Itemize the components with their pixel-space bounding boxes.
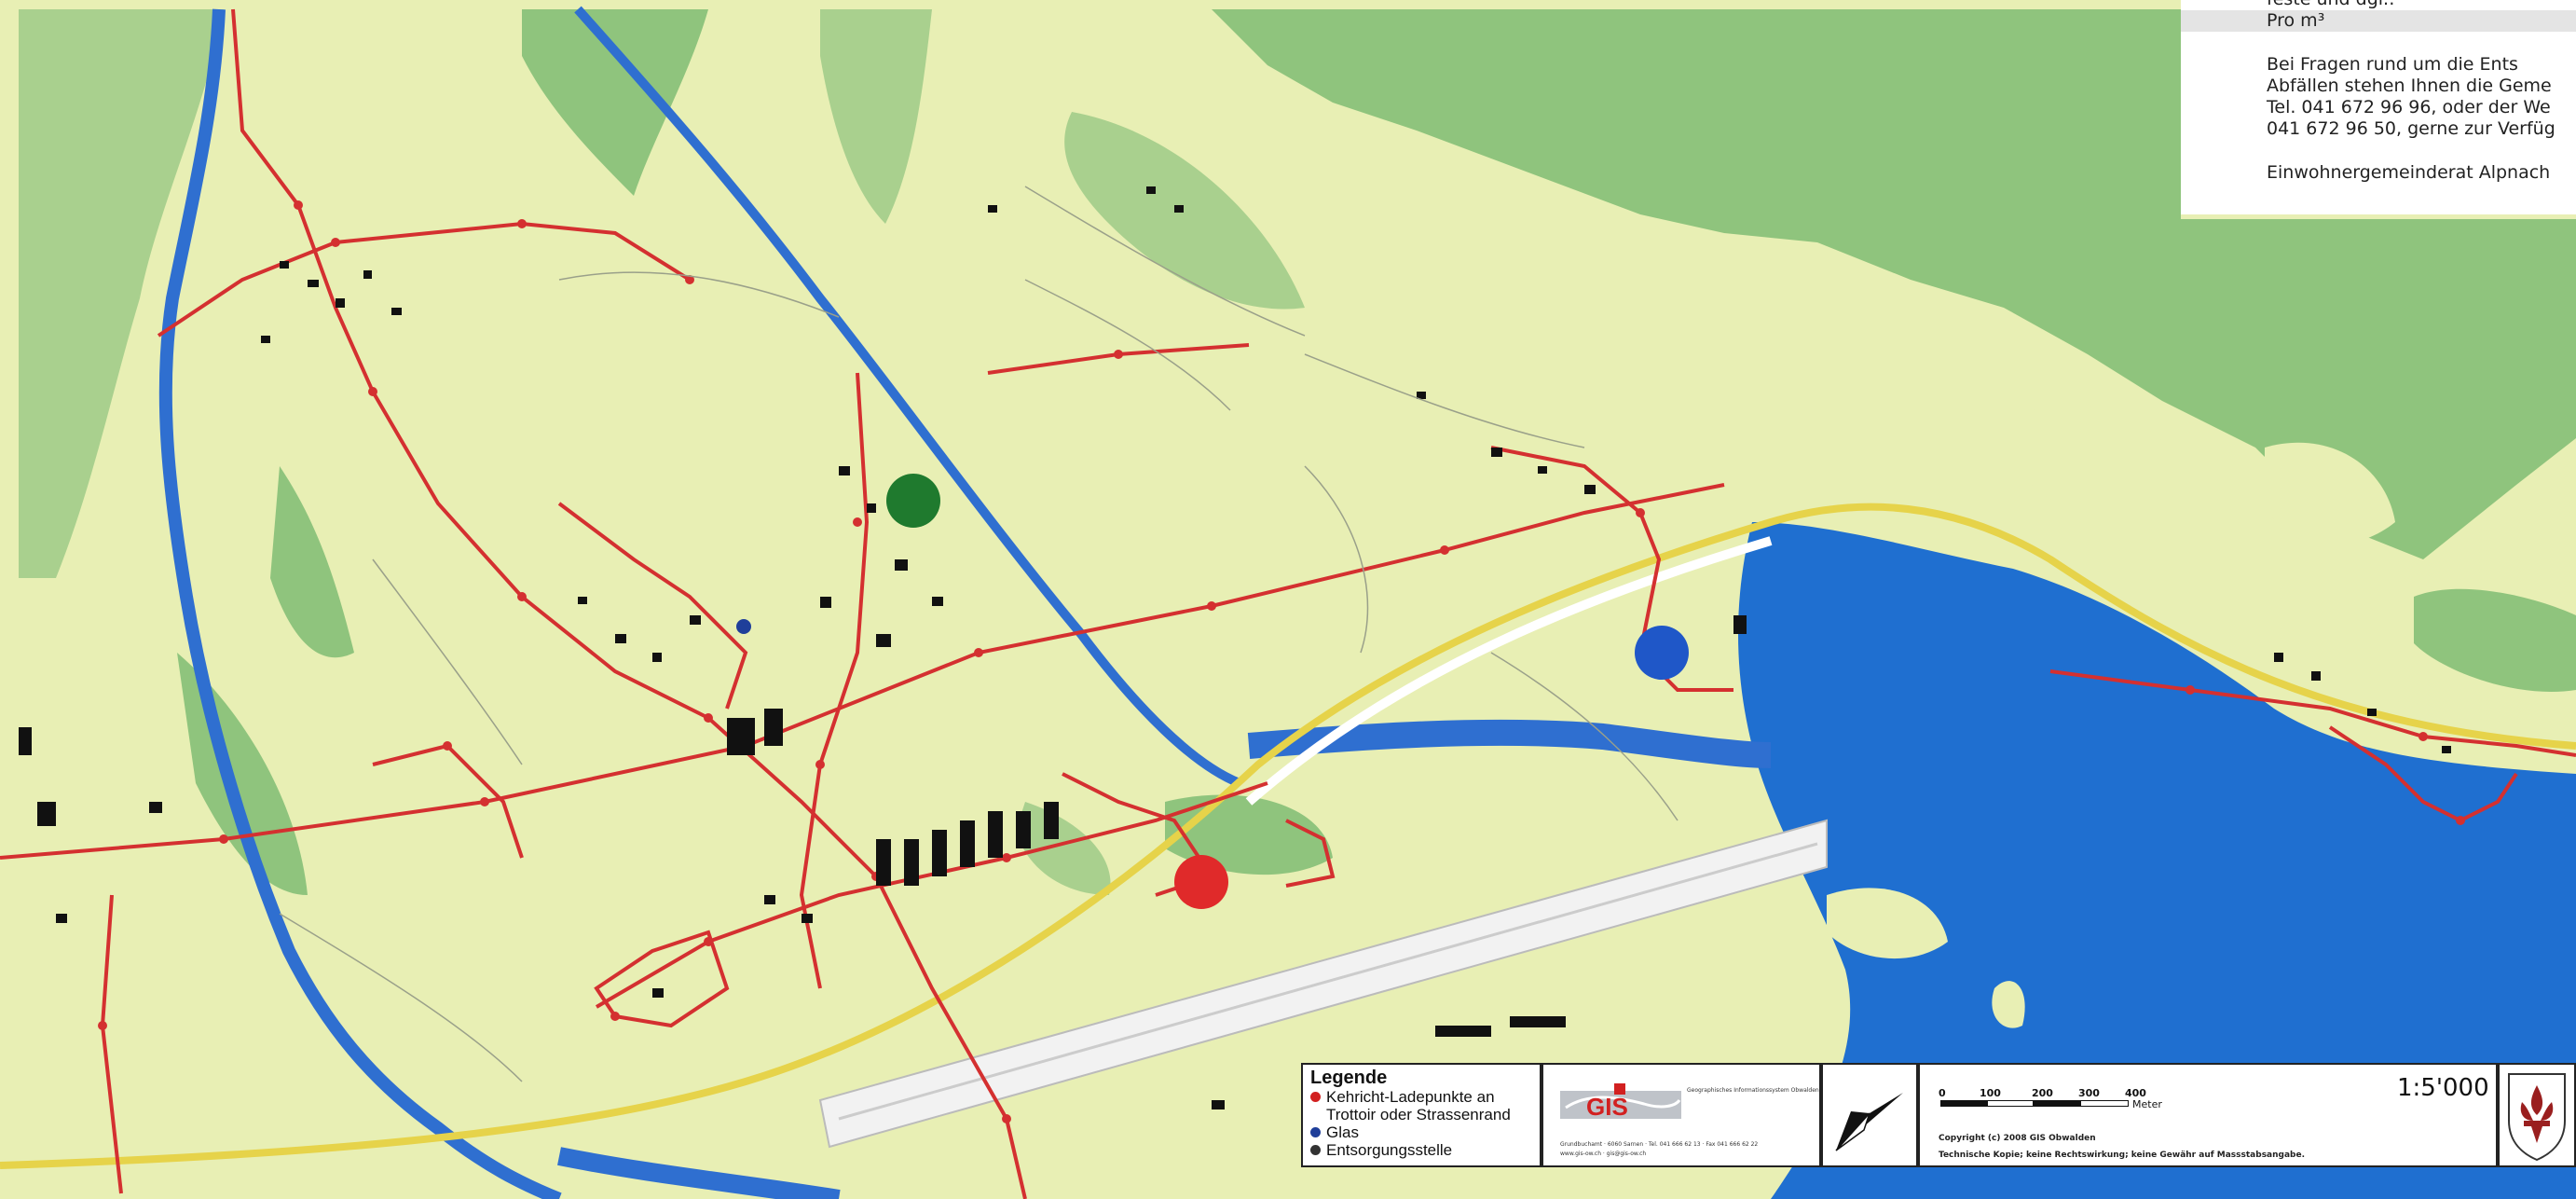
legend-item-glass: Glas xyxy=(1310,1123,1532,1141)
publisher-name: Geographisches Informationssystem Obwald… xyxy=(1687,1087,1819,1094)
north-arrow-box xyxy=(1821,1063,1918,1167)
info-gap-2 xyxy=(2181,140,2576,162)
forest-areas xyxy=(19,9,2576,895)
scale-bar-segment xyxy=(2034,1100,2080,1107)
scale-ratio: 1:5'000 xyxy=(2397,1074,2489,1102)
scale-bar-segment xyxy=(1987,1100,2034,1107)
gis-logo-icon: GIS xyxy=(1560,1083,1681,1121)
buildings xyxy=(19,186,2451,1109)
lake-shore-peninsula xyxy=(1827,888,1948,959)
scale-bar-segment xyxy=(2080,1100,2129,1107)
legend-title: Legende xyxy=(1310,1068,1388,1088)
legend-item-label: Kehricht-Ladepunkte an Trottoir oder Str… xyxy=(1326,1088,1511,1123)
lake-island xyxy=(1992,981,2025,1028)
legend-item-label: Glas xyxy=(1326,1123,1359,1141)
crest-box xyxy=(2498,1063,2576,1167)
gis-logo-text: GIS xyxy=(1586,1093,1628,1121)
red-dot[interactable] xyxy=(1174,855,1228,909)
scale-tick-100: 100 xyxy=(1980,1087,2001,1099)
map-legend: Legende Kehricht-Ladepunkte an Trottoir … xyxy=(1301,1063,1541,1167)
scale-bar-segment xyxy=(1940,1100,1987,1107)
north-arrow-icon xyxy=(1835,1093,1903,1151)
info-line-2: Pro m³ xyxy=(2181,10,2576,32)
airfield xyxy=(818,819,1828,1149)
info-gap xyxy=(2181,32,2576,54)
lake xyxy=(1738,522,2576,1199)
grey-dot-icon xyxy=(1310,1145,1321,1155)
scale-tick-300: 300 xyxy=(2078,1087,2100,1099)
info-panel: feste und dgl.: Pro m³ Bei Fragen rund u… xyxy=(2181,0,2576,214)
disclaimer-text: Technische Kopie; keine Rechtswirkung; k… xyxy=(1939,1151,2306,1160)
info-line-7: 041 672 96 50, gerne zur Verfüg xyxy=(2267,118,2555,139)
main-roads xyxy=(0,503,2576,1169)
publisher-box: GIS Geographisches Informationssystem Ob… xyxy=(1541,1063,1821,1167)
scale-tick-0: 0 xyxy=(1939,1087,1946,1099)
publisher-address: Grundbuchamt · 6060 Sarnen · Tel. 041 66… xyxy=(1560,1141,1759,1148)
info-line-4: Bei Fragen rund um die Ents xyxy=(2267,54,2518,75)
scale-tick-200: 200 xyxy=(2032,1087,2053,1099)
info-line-5: Abfällen stehen Ihnen die Geme xyxy=(2267,76,2552,96)
copyright-text: Copyright (c) 2008 GIS Obwalden xyxy=(1939,1134,2096,1143)
info-line-9: Einwohnergemeinderat Alpnach xyxy=(2267,162,2551,183)
legend-item-disposal: Entsorgungsstelle xyxy=(1310,1141,1532,1159)
info-line-1: feste und dgl.: xyxy=(2181,0,2576,10)
local-roads xyxy=(279,186,1679,1082)
glass-point-marker[interactable] xyxy=(736,619,751,634)
publisher-web: www.gis-ow.ch · gis@gis-ow.ch xyxy=(1560,1151,1647,1157)
scale-box: 0 100 200 300 400 Meter 1:5'000 Copyrigh… xyxy=(1918,1063,2498,1167)
green-dot[interactable] xyxy=(886,474,940,528)
red-dot-icon xyxy=(1310,1092,1321,1102)
blue-dot-icon xyxy=(1310,1127,1321,1137)
scale-tick-400: 400 xyxy=(2125,1087,2146,1099)
municipal-crest-icon xyxy=(2508,1073,2566,1162)
blue-dot[interactable] xyxy=(1635,626,1689,680)
legend-item-label: Entsorgungsstelle xyxy=(1326,1141,1453,1159)
info-line-6: Tel. 041 672 96 96, oder der We xyxy=(2267,97,2551,117)
legend-item-collection: Kehricht-Ladepunkte an Trottoir oder Str… xyxy=(1310,1088,1532,1123)
scale-unit: Meter xyxy=(2132,1098,2162,1110)
river xyxy=(158,6,1772,1199)
